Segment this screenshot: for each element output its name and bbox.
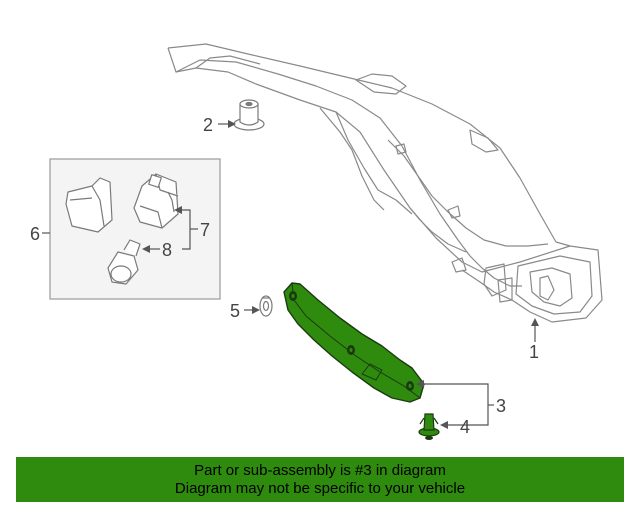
- leader-arrow-7a: [174, 206, 182, 214]
- bulb-part-8-drawing: [107, 239, 141, 285]
- callout-8: 8: [162, 240, 173, 260]
- callout-6: 6: [30, 224, 41, 244]
- leader-arrow-4: [440, 421, 448, 429]
- grommet-part-5-drawing: [259, 295, 273, 317]
- callout-3: 3: [496, 396, 507, 416]
- callout-5: 5: [230, 301, 241, 321]
- callout-1: 1: [529, 342, 540, 362]
- socket-part-7-drawing: [133, 173, 179, 229]
- leader-arrow-3: [416, 380, 424, 388]
- callout-2: 2: [203, 115, 214, 135]
- clip-part-4-drawing: [418, 413, 440, 440]
- trim-panel-part-3-drawing: [283, 282, 425, 403]
- leader-arrow-5: [252, 306, 260, 314]
- callout-7: 7: [200, 220, 211, 240]
- banner-line-part-number: Part or sub-assembly is #3 in diagram: [194, 461, 446, 479]
- info-banner: Part or sub-assembly is #3 in diagram Di…: [16, 457, 624, 502]
- leader-arrow-8: [142, 245, 150, 253]
- leader-arrow-1: [531, 318, 539, 326]
- trunk-lid-drawing: [167, 43, 603, 323]
- lamp-housing-drawing: [65, 177, 113, 233]
- nut-part-2-drawing: [233, 99, 265, 131]
- callout-4: 4: [460, 417, 471, 437]
- leader-arrow-2: [228, 120, 236, 128]
- exploded-parts-diagram: [42, 43, 603, 440]
- banner-line-disclaimer: Diagram may not be specific to your vehi…: [174, 479, 466, 497]
